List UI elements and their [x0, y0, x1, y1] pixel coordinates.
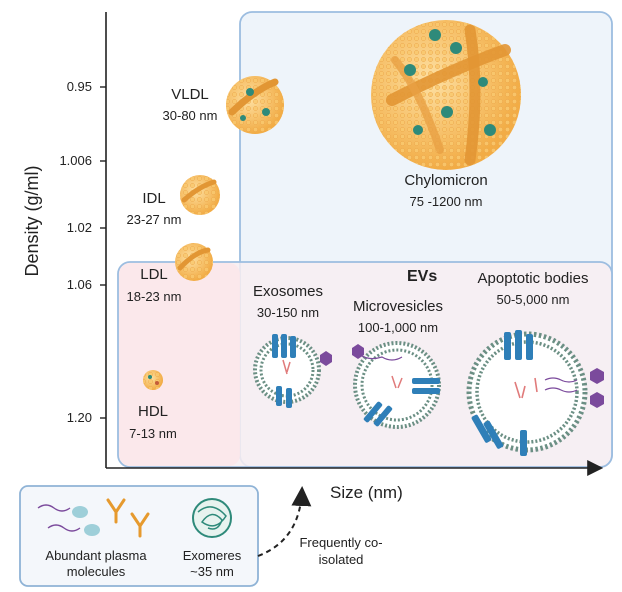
- microvesicles-label: Microvesicles: [352, 298, 443, 315]
- y-tick-label: 1.06: [66, 277, 92, 292]
- y-tick-label: 1.006: [59, 153, 92, 168]
- ldl-size: 18-23 nm: [126, 289, 182, 304]
- apoptotic-bodies-size: 50-5,000 nm: [496, 292, 570, 307]
- exomeres-size: ~35 nm: [190, 564, 234, 579]
- y-tick-label: 1.20: [66, 410, 92, 425]
- x-axis-label: Size (nm): [330, 483, 403, 502]
- ldl-particle: [175, 243, 213, 281]
- ldl-label: LDL: [140, 266, 168, 283]
- hdl-size: 7-13 nm: [129, 426, 177, 441]
- ev-region-lipo-overlap: [119, 263, 240, 466]
- evs-title: EVs: [407, 268, 438, 285]
- hdl-particle: [143, 370, 163, 390]
- plasma-molecules-label: Abundant plasma molecules: [45, 548, 147, 579]
- idl-particle: [180, 175, 220, 215]
- microvesicles-size: 100-1,000 nm: [357, 320, 439, 335]
- idl-label: IDL: [142, 190, 166, 207]
- y-tick-label: 1.02: [66, 220, 92, 235]
- exosome-vesicle: [253, 334, 332, 408]
- co-isolated-label: Frequently co-isolated: [299, 535, 383, 567]
- chylomicron-particle: [371, 20, 521, 170]
- exomeres-label: Exomeres: [182, 548, 242, 563]
- idl-size: 23-27 nm: [126, 212, 182, 227]
- y-tick-marks: [100, 86, 106, 419]
- hdl-label: HDL: [137, 403, 168, 420]
- exomere-icon: [192, 498, 232, 538]
- microvesicle: [352, 341, 441, 429]
- exosomes-label: Exosomes: [252, 283, 324, 300]
- co-isolated-arrow: [257, 486, 312, 557]
- y-tick-label: 0.95: [66, 79, 92, 94]
- apoptotic-body: [466, 330, 604, 456]
- plasma-molecules-icon: [37, 498, 150, 538]
- chylomicron-size: 75 -1200 nm: [409, 194, 483, 209]
- apoptotic-bodies-label: Apoptotic bodies: [477, 270, 589, 287]
- exosomes-size: 30-150 nm: [256, 305, 320, 320]
- chylomicron-label: Chylomicron: [404, 172, 488, 189]
- vldl-label: VLDL: [171, 86, 209, 103]
- vldl-particle: [226, 76, 284, 134]
- vldl-size: 30-80 nm: [162, 108, 218, 123]
